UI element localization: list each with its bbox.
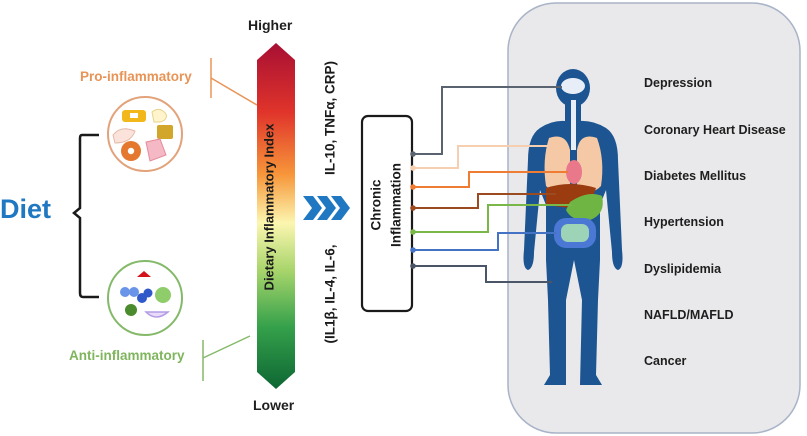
chronic-label-line-2: Inflammation <box>388 162 404 248</box>
anti-inflammatory-label: Anti-inflammatory <box>69 348 185 363</box>
connector-dot-thigh <box>410 263 416 269</box>
heart-icon <box>566 160 582 184</box>
connector-dot-stomach <box>410 229 416 235</box>
dii-lower-label: Lower <box>253 397 295 413</box>
junk-food-icon <box>107 96 183 172</box>
connector-lungs <box>413 145 548 169</box>
brain-icon <box>561 78 585 94</box>
lungs-icon <box>544 136 603 193</box>
connector-liver <box>413 193 556 209</box>
diet-bracket <box>72 133 99 299</box>
pro-inflammatory-label: Pro-inflammatory <box>80 69 192 84</box>
anti-connector <box>202 335 251 359</box>
pro-connector <box>210 77 258 106</box>
chronic-label-line-1: Chronic <box>368 179 384 231</box>
connector-brain <box>413 86 562 155</box>
disease-item: Cancer <box>644 354 687 368</box>
connector-thigh <box>413 265 552 283</box>
dii-title: Dietary Inflammatory Index <box>261 123 277 291</box>
trachea-icon <box>571 100 576 150</box>
connector-stomach <box>413 204 572 233</box>
cytokines-line-1: IL-10, TNFα, CRP) <box>322 60 338 176</box>
connector-dot-lungs <box>410 165 416 171</box>
disease-item: Diabetes Mellitus <box>644 169 747 183</box>
disease-item: Depression <box>644 76 713 90</box>
connector-dot-brain <box>410 151 416 157</box>
disease-item: Coronary Heart Disease <box>644 123 786 137</box>
cytokines-line-2: (IL1β, IL-4, IL-6, <box>322 244 338 344</box>
healthy-food-icon <box>107 260 183 336</box>
connector-dot-heart <box>410 184 416 190</box>
connector-dot-intestine <box>410 247 416 253</box>
chronic-inflammation-box <box>360 114 414 313</box>
chevron-arrows-icon <box>303 196 350 220</box>
dii-gradient-bar <box>257 43 295 389</box>
disease-item: Dyslipidemia <box>644 262 722 276</box>
disease-item: NAFLD/MAFLD <box>644 308 734 322</box>
connector-dot-liver <box>410 205 416 211</box>
diet-label: Diet <box>0 194 52 224</box>
connector-lines <box>410 86 572 283</box>
connector-intestine <box>413 232 556 251</box>
disease-item: Hypertension <box>644 215 724 229</box>
stomach-icon <box>566 194 603 221</box>
dii-higher-label: Higher <box>248 17 293 33</box>
connector-heart <box>413 171 568 188</box>
intestine-icon <box>554 218 596 248</box>
